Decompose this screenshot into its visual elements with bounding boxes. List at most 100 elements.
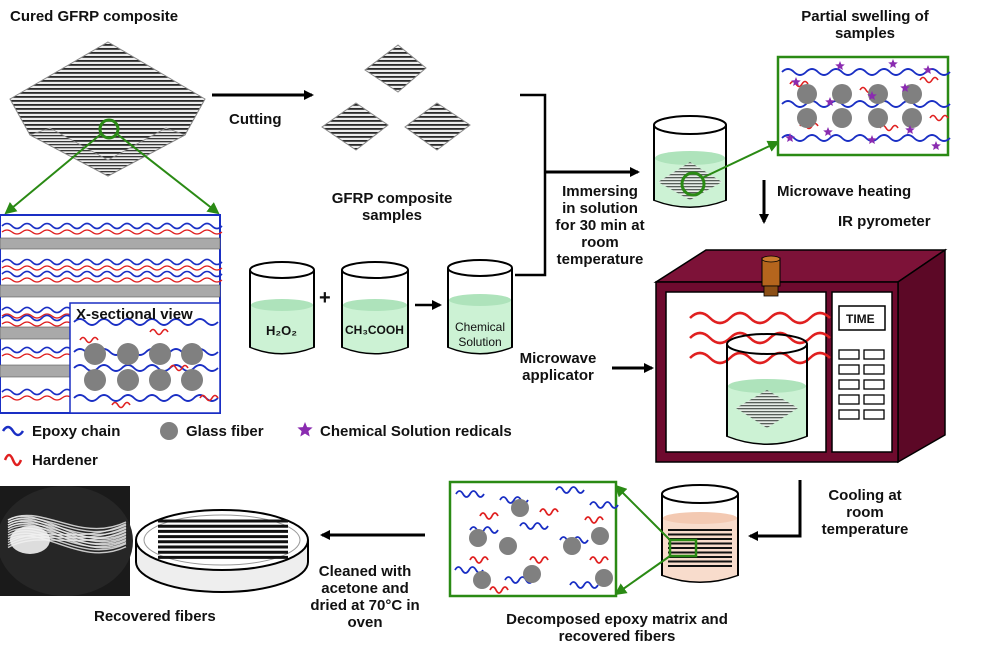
decomposed-panel <box>448 480 619 598</box>
glass-fiber <box>117 343 139 365</box>
radical-star <box>905 125 915 134</box>
swelling-zoom-circle <box>680 171 706 197</box>
label-plus: + <box>319 287 331 309</box>
label-microwave-applicator-line2: applicator <box>522 367 594 384</box>
oven-button <box>838 364 860 375</box>
polymer-chain <box>489 586 509 594</box>
radical-star <box>823 127 833 136</box>
label-time: TIME <box>846 312 875 326</box>
glass-fiber <box>469 529 487 547</box>
fiber-strand <box>7 515 127 540</box>
legend-epoxy-icon <box>1 425 25 437</box>
oven-button <box>838 349 860 360</box>
polymer-chain <box>1 222 223 230</box>
label-microwave-applicator-line1: Microwave <box>519 350 597 367</box>
oven-button <box>863 379 885 390</box>
label-cooling-line1: Cooling at <box>828 487 902 504</box>
radical-star <box>867 135 877 144</box>
oven-button <box>863 409 885 420</box>
legend-radicals-label: Chemical Solution redicals <box>320 423 512 440</box>
label-cured-composite: Cured GFRP composite <box>10 8 179 25</box>
polymer-chain <box>539 508 559 516</box>
label-immersing-line1: Immersing <box>562 183 638 200</box>
polymer-chain <box>1 265 223 271</box>
immersion-beaker <box>653 115 727 208</box>
label-immersing-line5: temperature <box>556 251 644 268</box>
label-immersing: Immersing in solution for 30 min at room… <box>545 183 655 268</box>
oven-button <box>863 349 885 360</box>
polymer-chain <box>589 501 619 509</box>
label-immersing-line4: room <box>581 234 619 251</box>
polymer-chain <box>1 270 223 278</box>
zoom-circle <box>98 118 120 140</box>
oven-button <box>838 394 860 405</box>
polymer-chain <box>469 526 499 534</box>
polymer-chain <box>1 229 223 235</box>
oven-button <box>838 409 860 420</box>
legend-symbols <box>1 422 313 467</box>
polymer-chain <box>1 306 73 314</box>
label-cutting: Cutting <box>229 111 282 128</box>
glass-fiber <box>523 565 541 583</box>
fiber-bundle <box>10 526 50 554</box>
oven-button <box>863 394 885 405</box>
merge-bracket <box>515 93 547 277</box>
polymer-chain <box>469 556 489 564</box>
cured-composite-block <box>9 41 206 177</box>
label-decomposed-line1: Decomposed epoxy matrix and <box>506 611 728 628</box>
polymer-chain <box>199 394 219 402</box>
zoom-connector-left <box>4 133 102 215</box>
glass-fiber <box>868 84 888 104</box>
label-immersing-line2: in solution <box>562 200 638 217</box>
polymer-chain <box>1 321 73 327</box>
radical-star <box>835 61 845 70</box>
polymer-chain <box>1 346 73 354</box>
label-cleaned-line1: Cleaned with <box>318 563 412 580</box>
polymer-chain <box>79 336 99 344</box>
cooling-arrow <box>748 480 802 541</box>
glass-fiber <box>149 343 171 365</box>
glass-fiber <box>181 369 203 391</box>
fiber-strand <box>7 523 127 549</box>
polymer-chain <box>455 490 485 498</box>
polymer-chain <box>781 134 951 142</box>
legend-hardener-icon <box>3 453 23 467</box>
legend-glass-label: Glass fiber <box>186 423 264 440</box>
label-cleaned-line2: acetone and <box>321 580 409 597</box>
label-ir-pyrometer: IR pyrometer <box>838 213 931 230</box>
polymer-chain <box>1 258 223 266</box>
radical-star <box>923 65 933 74</box>
label-acetic: CH₃COOH <box>345 323 404 337</box>
glass-fiber <box>832 84 852 104</box>
polymer-chain <box>1 277 223 283</box>
polymer-chain <box>781 68 951 76</box>
polymer-chain <box>569 581 599 589</box>
polymer-chain <box>504 576 534 584</box>
cut-samples <box>321 44 471 151</box>
cooled-beaker <box>661 484 739 583</box>
decomposed-connector-top <box>614 484 671 541</box>
polymer-chain <box>519 522 549 530</box>
label-cleaned-line4: oven <box>347 614 383 631</box>
label-xsection: X-sectional view <box>76 306 193 323</box>
glass-fiber <box>595 569 613 587</box>
oven-button <box>863 364 885 375</box>
polymer-chain <box>73 318 219 326</box>
glass-fiber <box>117 369 139 391</box>
glass-fiber <box>84 369 106 391</box>
glass-fiber <box>511 499 529 517</box>
polymer-chain <box>929 114 949 122</box>
label-cooling-line2: room <box>846 504 884 521</box>
label-microwave-heating: Microwave heating <box>777 183 912 200</box>
polymer-chain <box>555 486 585 494</box>
swelling-connector <box>701 140 780 179</box>
label-partial-swelling-line1: Partial swelling of <box>801 8 929 25</box>
radical-star <box>931 141 941 150</box>
polymer-chain <box>73 394 219 402</box>
radical-star <box>825 97 835 106</box>
label-gfrp-samples-line1: GFRP composite <box>331 190 453 207</box>
beaker-acetic <box>341 261 409 355</box>
polymer-chain <box>1 353 73 359</box>
